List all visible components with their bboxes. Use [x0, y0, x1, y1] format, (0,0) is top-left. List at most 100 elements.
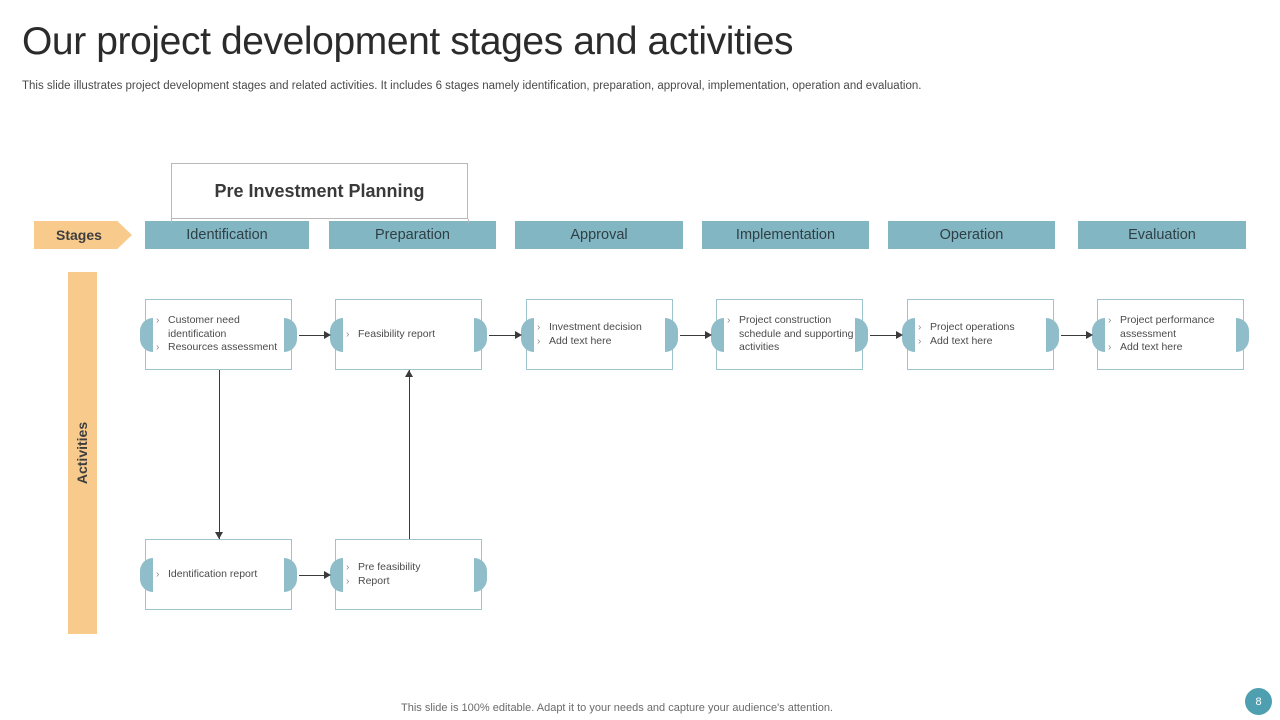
connector-identification-down: [218, 370, 220, 539]
stage-bar-approval[interactable]: Approval: [515, 221, 683, 249]
bullet-text: Identification report: [168, 567, 258, 580]
connector-top-2: [680, 334, 705, 336]
chevron-right-icon: ›: [156, 568, 160, 580]
box-cap-right-icon: [1236, 317, 1249, 352]
box-cap-right-icon: [474, 317, 487, 352]
bullet-item: › Add text here: [537, 335, 666, 349]
pre-feasibility-report[interactable]: › Pre feasibility › Report: [330, 539, 487, 610]
bullet-list: › Project construction schedule and suppo…: [717, 300, 862, 369]
connector-identification-down-head: [214, 532, 223, 539]
bullet-text: Customer need identification: [168, 314, 240, 340]
chevron-right-icon: ›: [156, 315, 160, 327]
bullet-list: › Pre feasibility › Report: [336, 540, 481, 609]
identification-report[interactable]: › Identification report: [140, 539, 297, 610]
activities-axis-label: Activities: [74, 421, 91, 485]
box-cap-right-icon: [1046, 317, 1059, 352]
bullet-item: › Project construction schedule and suppo…: [727, 314, 856, 355]
bullet-item: › Identification report: [156, 568, 285, 582]
bullet-text: Resources assessment: [168, 341, 278, 354]
bullet-text: Add text here: [930, 334, 993, 347]
stage-bar-implementation[interactable]: Implementation: [702, 221, 869, 249]
bullet-list: › Feasibility report: [336, 300, 481, 369]
pre-investment-planning-label: Pre Investment Planning: [214, 180, 425, 201]
bullet-item: › Add text here: [918, 335, 1047, 349]
bullet-text: Feasibility report: [358, 327, 436, 340]
bullet-item: › Project operations: [918, 321, 1047, 335]
stage-bar-evaluation[interactable]: Evaluation: [1078, 221, 1246, 249]
bullet-text: Report: [358, 574, 390, 587]
identification-activities[interactable]: › Customer need identification › Resources …: [140, 299, 297, 370]
box-cap-left-icon: [711, 317, 724, 352]
activities-axis-bar: [68, 272, 97, 634]
stage-bar-label: Operation: [939, 227, 1004, 243]
bullet-item: › Customer need identification: [156, 314, 285, 341]
page-subtitle: This slide illustrates project developme…: [22, 80, 922, 92]
box-cap-left-icon: [330, 317, 343, 352]
chevron-right-icon: ›: [156, 342, 160, 354]
connector-top-2-head: [705, 330, 712, 339]
connector-top-3-head: [896, 330, 903, 339]
operation-activities[interactable]: › Project operations › Add text here: [902, 299, 1059, 370]
page-title: Our project development stages and activ…: [22, 20, 794, 63]
bullet-text: Add text here: [549, 334, 612, 347]
chevron-right-icon: ›: [1108, 342, 1112, 354]
box-cap-left-icon: [140, 557, 153, 592]
bullet-text: Project construction schedule and suppor…: [739, 314, 854, 354]
bullet-text: Add text here: [1120, 341, 1183, 354]
stage-bar-label: Identification: [186, 227, 268, 243]
stage-bar-operation[interactable]: Operation: [888, 221, 1055, 249]
connector-top-0-head: [324, 330, 331, 339]
box-cap-left-icon: [330, 557, 343, 592]
connector-prefeasibility-up: [408, 370, 410, 539]
bullet-item: ›Investment decision: [537, 321, 666, 335]
bullet-item: › Report: [346, 575, 475, 589]
bullet-list: › Customer need identification › Resources …: [146, 300, 291, 369]
chevron-right-icon: ›: [346, 328, 350, 340]
approval-activities[interactable]: ›Investment decision› Add text here: [521, 299, 678, 370]
chevron-right-icon: ›: [346, 562, 350, 573]
bullet-list: › Project operations › Add text here: [908, 300, 1053, 369]
page-number-badge: 8: [1245, 688, 1272, 715]
chevron-right-icon: ›: [918, 322, 922, 333]
connector-top-4-head: [1086, 330, 1093, 339]
box-cap-right-icon: [855, 317, 868, 352]
chevron-right-icon: ›: [918, 335, 922, 347]
bullet-list: › Identification report: [146, 540, 291, 609]
box-cap-left-icon: [902, 317, 915, 352]
box-cap-left-icon: [140, 317, 153, 352]
box-cap-left-icon: [1092, 317, 1105, 352]
stage-bar-label: Implementation: [735, 227, 836, 243]
connector-top-4: [1061, 334, 1086, 336]
chevron-right-icon: ›: [537, 322, 541, 333]
stage-bar-preparation[interactable]: Preparation: [329, 221, 496, 249]
connector-top-0: [299, 334, 324, 336]
bullet-text: Project operations: [930, 321, 1015, 333]
bullet-text: Project performance assessment: [1120, 314, 1215, 340]
bullet-list: › Project performance assessment › Add text…: [1098, 300, 1243, 369]
chevron-right-icon: ›: [1108, 315, 1112, 327]
box-cap-left-icon: [521, 317, 534, 352]
stage-bar-identification[interactable]: Identification: [145, 221, 309, 249]
implementation-activities[interactable]: › Project construction schedule and suppo…: [711, 299, 868, 370]
bullet-item: › Add text here: [1108, 341, 1237, 355]
chevron-right-icon: ›: [537, 335, 541, 347]
bullet-item: › Pre feasibility: [346, 561, 475, 575]
box-cap-right-icon: [284, 557, 297, 592]
pre-investment-planning-bracket: [171, 163, 468, 219]
chevron-right-icon: ›: [727, 315, 731, 327]
stage-bar-label: Approval: [570, 227, 628, 243]
evaluation-activities[interactable]: › Project performance assessment › Add text…: [1092, 299, 1249, 370]
activities-axis-label-wrap: Activities: [68, 272, 97, 634]
bullet-text: Pre feasibility: [358, 561, 421, 573]
stages-axis-badge: Stages: [34, 221, 132, 249]
connector-prefeasibility-up-head: [404, 370, 413, 377]
connector-bottom-0-head: [324, 570, 331, 579]
box-cap-right-icon: [284, 317, 297, 352]
chevron-right-icon: ›: [346, 575, 350, 587]
stage-bar-label: Preparation: [375, 227, 450, 243]
preparation-activities[interactable]: › Feasibility report: [330, 299, 487, 370]
box-cap-right-icon: [665, 317, 678, 352]
bullet-item: › Resources assessment: [156, 341, 285, 355]
stage-bar-label: Evaluation: [1128, 227, 1196, 243]
